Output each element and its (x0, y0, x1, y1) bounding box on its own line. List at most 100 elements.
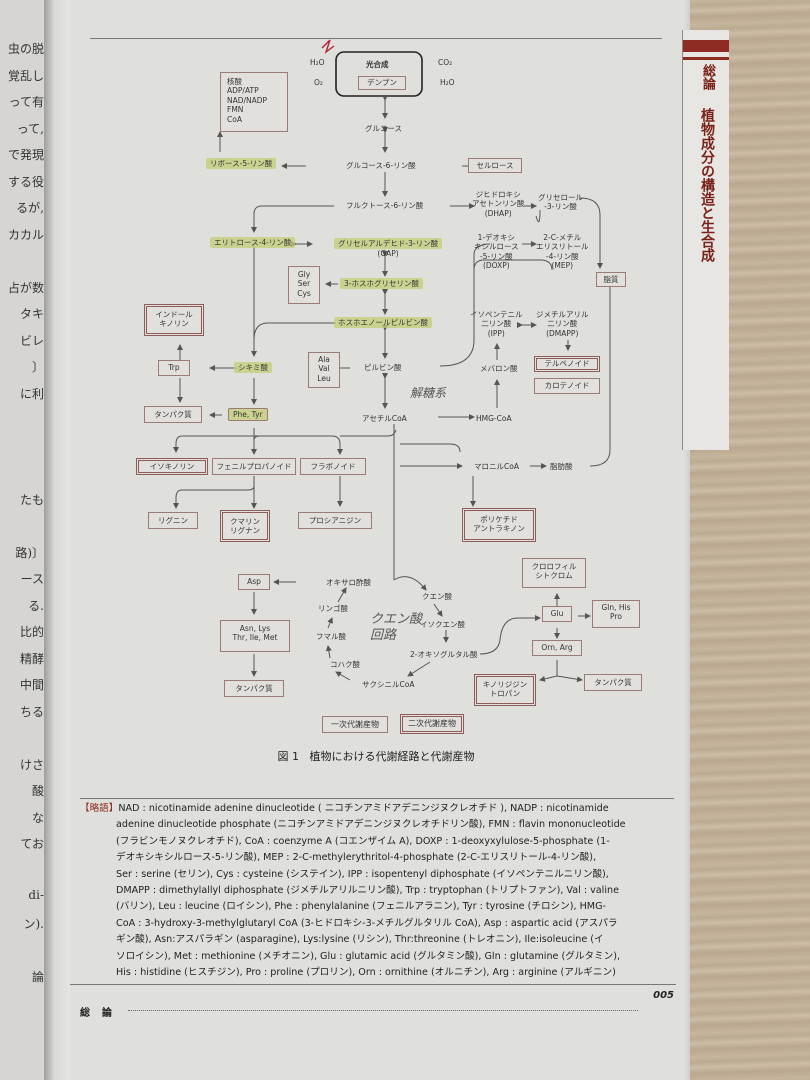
left-page-text-line: 覚乱し (7, 68, 44, 83)
pyruvate: ピルビン酸 (364, 363, 402, 372)
left-page-text-line: な (31, 810, 44, 825)
left-page-text-line: たも (19, 492, 44, 507)
page-edge (682, 0, 690, 1080)
carotenoid-box: カロテノイド (534, 378, 600, 394)
mep: 2-C-メチルエリスリトール-4-リン酸(MEP) (536, 233, 589, 271)
phosphoenolpyruvate: ホスホエノールピルビン酸 (334, 317, 432, 328)
left-page-text-line: って, (16, 121, 44, 136)
left-page-text-line: タキ (19, 307, 44, 321)
malate: リンゴ酸 (318, 604, 348, 613)
left-page-text-line: 〕 (31, 360, 44, 374)
trp-box: Trp (158, 360, 190, 376)
flavonoid-box: フラボノイド (300, 458, 366, 475)
left-page-text-line: 路)〕 (15, 545, 44, 560)
left-page-text-line: で発現 (7, 148, 44, 162)
tab-color-rule (683, 57, 729, 60)
handwritten-note-tca: クエン酸回路 (370, 612, 423, 643)
glucose-6-phosphate: グルコース-6-リン酸 (346, 161, 416, 170)
left-page-text-line: るが, (16, 201, 44, 215)
footer-dotted-leader (128, 1010, 638, 1011)
nucleic-item: 核酸 (227, 77, 242, 86)
left-page: 虫の脱覚乱しって有って,で発現する役るが,カカル占が数タキビレ〕に利たも路)〕ー… (0, 0, 45, 1080)
mevalonate: メバロン酸 (480, 364, 518, 373)
pathway-arrows (173, 39, 613, 683)
starch-box: デンプン (358, 76, 406, 90)
h2o-out: H₂O (440, 78, 455, 87)
protein-box-1: タンパク質 (144, 406, 202, 423)
legend-primary: 一次代謝産物 (322, 716, 388, 733)
nucleic-item: ADP/ATP (227, 86, 259, 96)
handwritten-note-glycolysis: 解糖系 (410, 386, 447, 400)
fructose-6-phosphate: フルクトース-6-リン酸 (346, 201, 424, 210)
left-page-text-line: 占が数 (7, 280, 44, 295)
left-page-text-line: di- (28, 888, 44, 902)
left-page-text-line: る. (28, 598, 44, 613)
quinolizidine-tropane-box: キノリジジントロパン (474, 674, 536, 706)
left-page-text-line: ン). (23, 916, 45, 931)
book-gutter (44, 0, 70, 1080)
glossary-line: (バリン), Leu : leucine (ロイシン), Phe : pheny… (116, 901, 606, 913)
2-oxoglutarate: 2-オキソグルタル酸 (410, 650, 478, 659)
asp-box: Asp (238, 574, 270, 590)
phenylpropanoid-box: フェニルプロパノイド (212, 458, 296, 475)
erythrose-4-phosphate: エリトロース-4-リン酸 (210, 237, 296, 248)
polyketide-box: ポリケチドアントラキノン (462, 508, 536, 542)
co2-in: CO₂ (438, 58, 453, 67)
glossary-line: ギン酸), Asn:アスパラギン (asparagine), Lys:lysin… (116, 934, 604, 946)
ipp: イソペンテニル二リン酸(IPP) (470, 310, 523, 338)
left-page-text-line: 中間 (19, 678, 44, 692)
glossary-line: CoA : 3-hydroxy-3-methylglutaryl CoA (3-… (116, 917, 618, 929)
nucleic-acid-box: 核酸 ADP/ATP NAD/NADP FMN CoA (220, 72, 288, 132)
abbreviation-glossary: 【略語】NAD : nicotinamide adenine dinucleot… (80, 798, 674, 981)
left-page-text-line: ちる (19, 704, 44, 719)
succinate: コハク酸 (330, 660, 360, 669)
protein-box-2: タンパク質 (224, 680, 284, 697)
glossary-line: 【略語】NAD : nicotinamide adenine dinucleot… (80, 803, 609, 814)
figure-caption: 図 1 植物における代謝経路と代謝産物 (70, 748, 682, 764)
glu-box: Glu (542, 606, 572, 622)
glossary-line: adenine dinucleotide phosphate (ニコチンアミドア… (116, 819, 626, 831)
gap: グリセルアルデヒド-3-リン酸(GAP) (334, 238, 443, 259)
legend-secondary: 二次代謝産物 (400, 714, 464, 734)
hmg-coa: HMG-CoA (476, 414, 512, 423)
glossary-tag: 【略語】 (80, 803, 119, 814)
left-page-text-line: 精酵 (19, 651, 44, 666)
side-tab: 総論 植物成分の構造と生合成 (682, 30, 729, 450)
isocitrate: イソクエン酸 (420, 620, 465, 629)
left-page-text-line: する役 (7, 174, 44, 189)
oxaloacetate: オキサロ酢酸 (326, 578, 371, 587)
left-page-text-line: 虫の脱 (7, 42, 44, 56)
glossary-line: DMAPP : dimethylallyl diphosphate (ジメチルア… (116, 885, 619, 897)
glycerol-3-phosphate: グリセロール-3-リン酸 (538, 193, 583, 212)
isoquinoline-box: イソキノリン (136, 458, 208, 475)
glossary-line: His : histidine (ヒスチジン), Pro : proline (… (116, 967, 616, 979)
fatty-acid: 脂肪酸 (550, 462, 573, 471)
left-page-text-line: けさ (19, 757, 44, 772)
succinyl-coa: サクシニルCoA (362, 680, 415, 689)
photosynthesis-label: 光合成 (366, 60, 389, 69)
glossary-line: ソロイシン), Met : methionine (メチオニン), Glu : … (116, 950, 621, 962)
dmapp: ジメチルアリル二リン酸(DMAPP) (536, 310, 589, 338)
chlorophyll-box: クロロフィルシトクロム (522, 558, 586, 588)
doxp: 1-デオキシキシルロース-5-リン酸(DOXP) (474, 233, 519, 271)
left-page-text-line: カカル (7, 227, 44, 242)
ribose-5-phosphate: リボース-5-リン酸 (206, 158, 277, 169)
glucose: グルコース (365, 124, 402, 133)
proanthocyanidin-box: プロシアニジン (298, 512, 372, 529)
metabolic-pathway-diagram: 光合成 デンプン H₂O O₂ CO₂ H₂O 核酸 ADP/ATP NAD/N… (70, 0, 682, 800)
page-number: 005 (653, 990, 674, 1001)
figure-title: 植物における代謝経路と代謝産物 (309, 750, 475, 763)
acetyl-coa: アセチルCoA (362, 414, 407, 423)
left-page-text-line: 比的 (19, 625, 44, 639)
shikimic-acid: シキミ酸 (234, 362, 272, 373)
right-page: 光合成 デンプン H₂O O₂ CO₂ H₂O 核酸 ADP/ATP NAD/N… (70, 0, 682, 1080)
left-page-text-line: 酸 (31, 784, 44, 798)
malonyl-coa: マロニルCoA (474, 462, 519, 471)
h2o-in: H₂O (310, 58, 325, 67)
header-rule (90, 38, 662, 39)
figure-number: 図 1 (277, 750, 300, 763)
left-page-text-line: ース (20, 572, 44, 586)
